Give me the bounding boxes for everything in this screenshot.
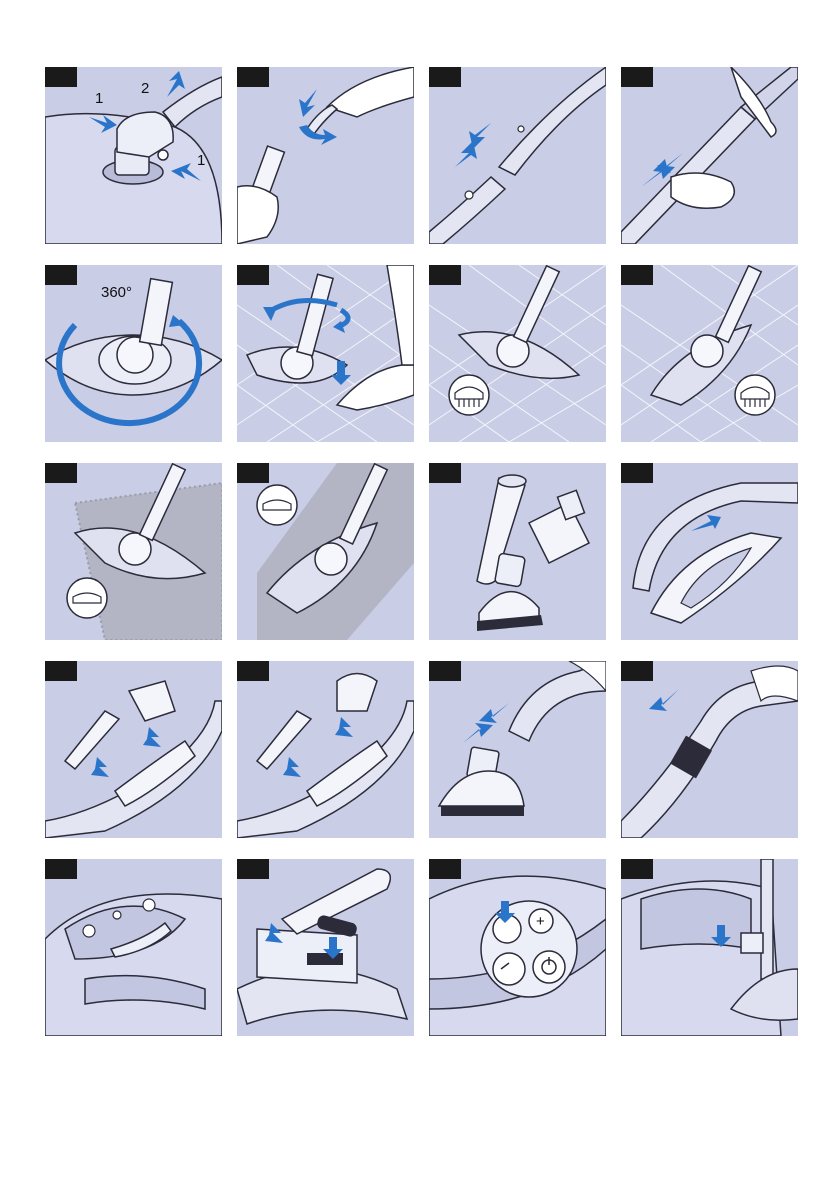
step-number-box: [621, 265, 653, 285]
minus-button-icon: [493, 953, 525, 985]
panel-11-accessories: [429, 463, 606, 640]
illustration-parking: [621, 859, 798, 1036]
illustration-nozzle-carpet: [45, 463, 222, 640]
step-number-box: [621, 463, 653, 483]
illustration-nozzle-hard-floor: [429, 265, 606, 442]
illustration-accessories: [429, 463, 606, 640]
label-step-1: 1: [95, 90, 103, 107]
illustration-store-brush: [237, 661, 414, 838]
panel-19-control-buttons: +: [429, 859, 606, 1036]
instruction-grid: 1 2 1: [45, 67, 798, 1036]
panel-6-nozzle-foot: [237, 265, 414, 442]
panel-4-extend-tube: [621, 67, 798, 244]
step-number-box: [621, 67, 653, 87]
illustration-control-buttons: +: [429, 859, 606, 1036]
panel-17-power-dial: [45, 859, 222, 1036]
step-number-box: [45, 67, 77, 87]
step-number-box: [237, 67, 269, 87]
arrow-icon: [91, 757, 109, 777]
illustration-nozzle-carpet-alt: [237, 463, 414, 640]
step-number-box: [237, 265, 269, 285]
illustration-tube-segments: [429, 67, 606, 244]
step-number-box: [429, 265, 461, 285]
illustration-nozzle-rotate: 360°: [45, 265, 222, 442]
step-number-box: [429, 661, 461, 681]
arrow-icon: [463, 723, 493, 743]
panel-18-battery: [237, 859, 414, 1036]
arrow-icon: [335, 717, 353, 737]
illustration-battery: [237, 859, 414, 1036]
label-360-degrees: 360°: [101, 284, 132, 301]
panel-9-nozzle-carpet: [45, 463, 222, 640]
panel-10-nozzle-carpet-alt: [237, 463, 414, 640]
illustration-hose-connect: 1 2 1: [45, 67, 222, 244]
panel-2-attach-tube: [237, 67, 414, 244]
power-button-icon: [533, 951, 565, 983]
panel-8-nozzle-hard-floor-alt: [621, 265, 798, 442]
label-step-1b: 1: [197, 152, 205, 169]
arrow-icon: [299, 89, 317, 117]
illustration-brush-attached: [621, 661, 798, 838]
illustration-power-dial: [45, 859, 222, 1036]
step-number-box: [429, 67, 461, 87]
illustration-accessory-holder: [621, 463, 798, 640]
step-number-box: [237, 463, 269, 483]
arrow-icon: [263, 307, 277, 321]
panel-12-accessory-holder: [621, 463, 798, 640]
illustration-attach-brush: [429, 661, 606, 838]
panel-13-store-accessories: [45, 661, 222, 838]
arrow-icon: [143, 727, 161, 747]
step-number-box: [237, 859, 269, 879]
label-step-2: 2: [141, 80, 149, 97]
panel-14-store-brush: [237, 661, 414, 838]
panel-3-tube-segments: [429, 67, 606, 244]
panel-16-brush-attached: [621, 661, 798, 838]
arrow-icon: [455, 141, 477, 167]
arrow-icon: [653, 153, 683, 173]
plus-label: +: [536, 913, 545, 930]
panel-7-nozzle-hard-floor: [429, 265, 606, 442]
step-number-box: [429, 859, 461, 879]
arrow-icon: [479, 703, 509, 723]
step-number-box: [429, 463, 461, 483]
illustration-store-accessories: [45, 661, 222, 838]
illustration-nozzle-foot: [237, 265, 414, 442]
panel-5-nozzle-rotate: 360°: [45, 265, 222, 442]
step-number-box: [237, 661, 269, 681]
arrow-icon: [167, 71, 185, 97]
illustration-attach-tube: [237, 67, 414, 244]
illustration-extend-tube: [621, 67, 798, 244]
arrow-icon: [283, 757, 301, 777]
step-number-box: [45, 265, 77, 285]
step-number-box: [45, 463, 77, 483]
panel-1-hose-connect: 1 2 1: [45, 67, 222, 244]
step-number-box: [45, 859, 77, 879]
step-number-box: [45, 661, 77, 681]
arrow-icon: [649, 689, 679, 711]
panel-20-parking: [621, 859, 798, 1036]
illustration-nozzle-hard-floor-alt: [621, 265, 798, 442]
step-number-box: [621, 661, 653, 681]
step-number-box: [621, 859, 653, 879]
panel-15-attach-brush: [429, 661, 606, 838]
